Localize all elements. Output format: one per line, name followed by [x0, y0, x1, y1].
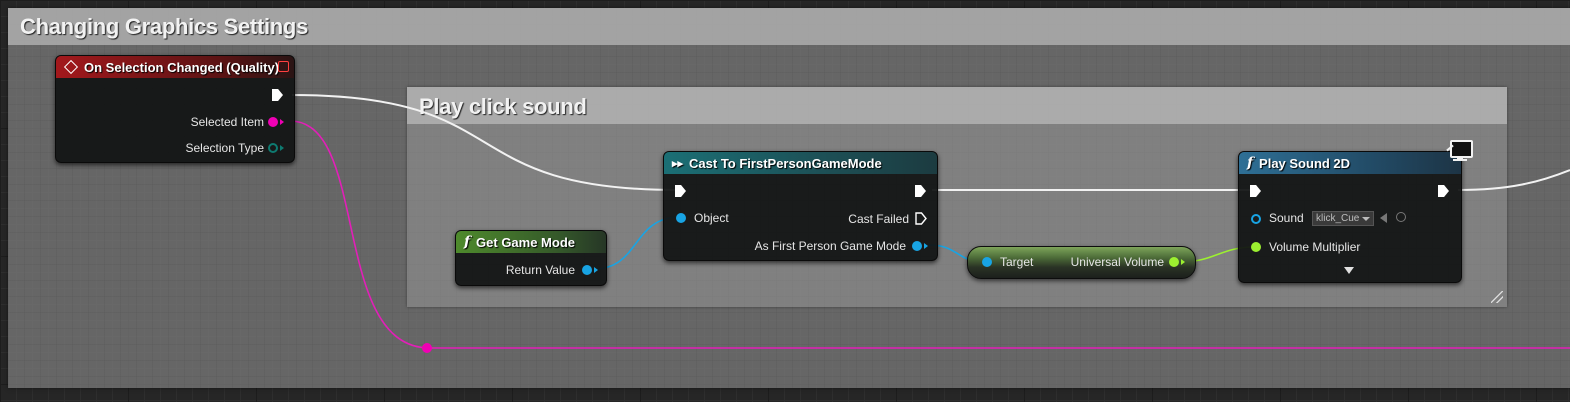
pin-label-cast-failed: Cast Failed	[848, 212, 909, 226]
volume-multiplier-pin[interactable]	[1251, 242, 1261, 252]
pin-label-selected-item: Selected Item	[190, 115, 264, 129]
selected-item-pin[interactable]	[268, 117, 278, 127]
inner-comment-title: Play click sound	[419, 94, 587, 119]
sound-asset-combo[interactable]: klick_Cue	[1312, 211, 1374, 226]
get-game-mode-header[interactable]: f Get Game Mode	[456, 231, 606, 253]
selected-item-pin-arrow	[280, 119, 284, 125]
exec-in-pin-icon[interactable]	[1250, 185, 1261, 197]
object-pin[interactable]	[676, 213, 686, 223]
delegate-pin-icon[interactable]	[278, 61, 289, 72]
pin-label-return-value: Return Value	[505, 263, 575, 277]
selection-type-pin[interactable]	[268, 143, 278, 153]
pin-label-volume-multiplier: Volume Multiplier	[1269, 240, 1361, 254]
pin-label-object: Object	[694, 211, 729, 225]
outer-comment-title: Changing Graphics Settings	[20, 14, 309, 39]
get-game-mode-node[interactable]: f Get Game Mode Return Value	[455, 230, 607, 286]
exec-pin-icon[interactable]	[272, 89, 283, 101]
outer-comment-bar[interactable]	[8, 8, 1570, 45]
function-icon: f	[1247, 155, 1254, 171]
event-node-title: On Selection Changed (Quality)	[84, 59, 280, 75]
function-icon: f	[464, 234, 471, 250]
cast-node-title: Cast To FirstPersonGameMode	[689, 155, 882, 171]
return-value-pin[interactable]	[582, 265, 592, 275]
return-value-pin-arrow	[594, 267, 598, 273]
pin-label-target: Target	[1000, 255, 1034, 269]
event-diamond-icon	[63, 59, 79, 75]
cast-node-header[interactable]: ▸▸ Cast To FirstPersonGameMode	[664, 152, 937, 174]
browse-asset-icon[interactable]	[1396, 212, 1406, 222]
client-only-icon	[1446, 139, 1473, 163]
cast-failed-exec-pin-icon[interactable]	[915, 212, 927, 225]
selection-type-pin-arrow	[280, 145, 284, 151]
universal-volume-pin[interactable]	[1169, 257, 1179, 267]
exec-in-pin-icon[interactable]	[675, 185, 686, 197]
advanced-expand-icon[interactable]	[1344, 267, 1354, 274]
sound-asset-value: klick_Cue	[1316, 213, 1360, 224]
exec-out-pin-icon[interactable]	[915, 185, 926, 197]
play-sound-header[interactable]: f Play Sound 2D	[1239, 152, 1461, 174]
chevron-down-icon	[1362, 217, 1370, 221]
as-pin-arrow	[924, 243, 928, 249]
play-sound-title: Play Sound 2D	[1259, 155, 1351, 171]
event-node-header[interactable]: On Selection Changed (Quality)	[56, 56, 294, 78]
pin-label-universal-volume: Universal Volume	[1070, 255, 1164, 269]
universal-volume-pin-arrow	[1181, 259, 1185, 265]
get-game-mode-title: Get Game Mode	[476, 234, 575, 250]
target-pin[interactable]	[982, 257, 992, 267]
pin-label-selection-type: Selection Type	[185, 141, 265, 155]
cast-icon: ▸▸	[672, 157, 684, 170]
resize-grip-icon[interactable]	[1491, 291, 1503, 303]
universal-volume-getter-node[interactable]: Target Universal Volume	[967, 246, 1196, 279]
event-node-on-selection-changed[interactable]: On Selection Changed (Quality) Selected …	[55, 55, 295, 163]
pin-label-sound: Sound	[1269, 211, 1304, 225]
as-first-person-game-mode-pin[interactable]	[912, 241, 922, 251]
use-selected-icon[interactable]	[1380, 213, 1387, 223]
exec-out-pin-icon[interactable]	[1438, 185, 1449, 197]
sound-pin[interactable]	[1251, 214, 1261, 224]
cast-node[interactable]: ▸▸ Cast To FirstPersonGameMode Object Ca…	[663, 151, 938, 261]
pin-label-as-first-person-game-mode: As First Person Game Mode	[754, 239, 906, 253]
